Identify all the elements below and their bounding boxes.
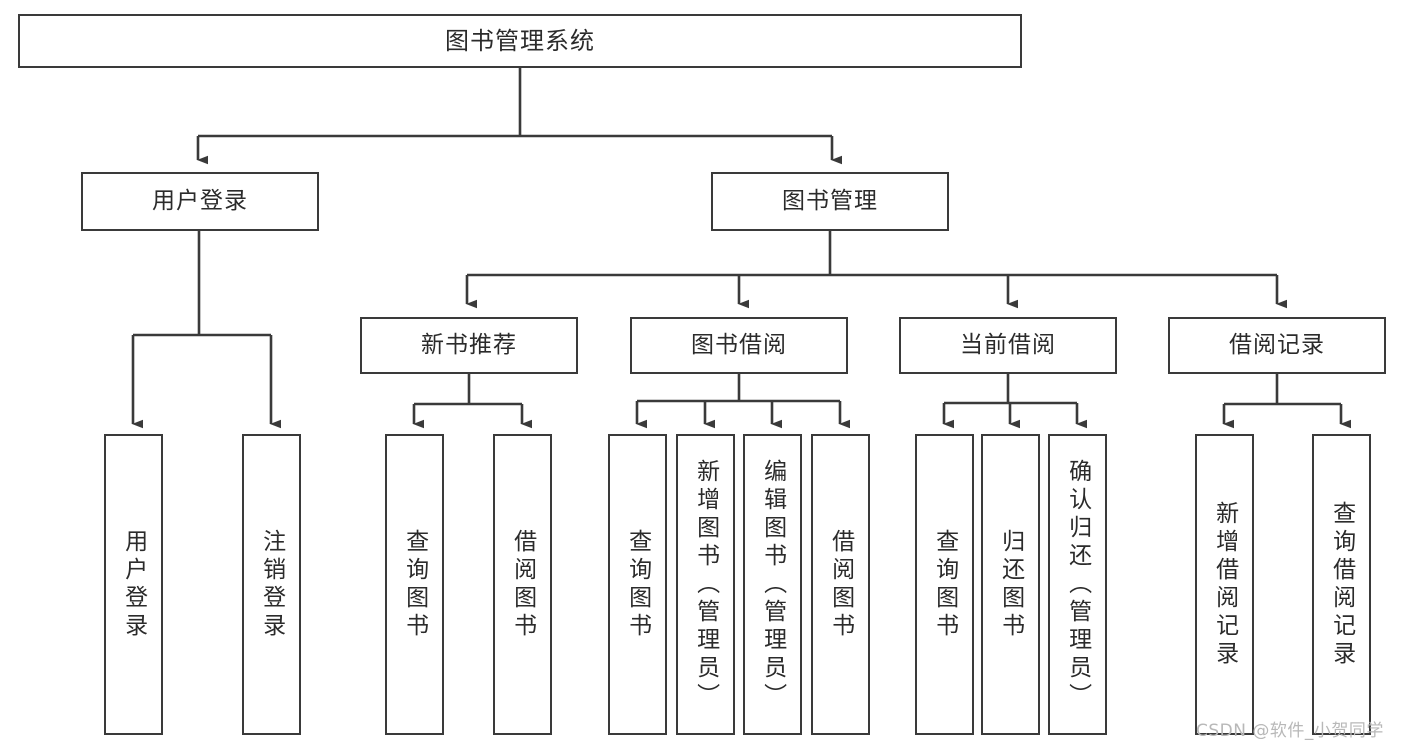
- node-user-login[interactable]: 用户登录: [81, 172, 319, 231]
- leaf-user-login[interactable]: 用户登录: [104, 434, 163, 735]
- leaf-confirm-return[interactable]: 确认归还（管理员）: [1048, 434, 1107, 735]
- node-label: 图书借阅: [691, 331, 787, 358]
- csdn-watermark: CSDN @软件_小贺同学: [1196, 721, 1384, 741]
- node-label: 当前借阅: [960, 331, 1056, 358]
- node-book-borrow[interactable]: 图书借阅: [630, 317, 848, 374]
- node-label: 新增图书（管理员）: [692, 458, 719, 711]
- leaf-add-book[interactable]: 新增图书（管理员）: [676, 434, 735, 735]
- node-label: 归还图书: [997, 528, 1024, 641]
- node-label: 注销登录: [258, 528, 285, 641]
- node-label: 查询图书: [624, 528, 651, 641]
- node-label: 图书管理系统: [445, 26, 595, 55]
- node-new-book-recommend[interactable]: 新书推荐: [360, 317, 578, 374]
- node-label: 新增借阅记录: [1211, 500, 1238, 669]
- leaf-logout-login[interactable]: 注销登录: [242, 434, 301, 735]
- leaf-add-record[interactable]: 新增借阅记录: [1195, 434, 1254, 735]
- node-current-borrow[interactable]: 当前借阅: [899, 317, 1117, 374]
- node-label: 查询图书: [931, 528, 958, 641]
- node-label: 借阅图书: [827, 528, 854, 641]
- leaf-query-book-3[interactable]: 查询图书: [915, 434, 974, 735]
- node-label: 新书推荐: [421, 331, 517, 358]
- node-book-manage[interactable]: 图书管理: [711, 172, 949, 231]
- node-label: 用户登录: [120, 528, 147, 641]
- leaf-query-book-2[interactable]: 查询图书: [608, 434, 667, 735]
- node-label: 查询借阅记录: [1328, 500, 1355, 669]
- leaf-query-record[interactable]: 查询借阅记录: [1312, 434, 1371, 735]
- node-label: 用户登录: [152, 187, 248, 214]
- leaf-borrow-book-2[interactable]: 借阅图书: [811, 434, 870, 735]
- node-label: 借阅记录: [1229, 331, 1325, 358]
- leaf-query-book-1[interactable]: 查询图书: [385, 434, 444, 735]
- node-label: 确认归还（管理员）: [1064, 458, 1091, 711]
- node-label: 借阅图书: [509, 528, 536, 641]
- node-borrow-record[interactable]: 借阅记录: [1168, 317, 1386, 374]
- node-root-system[interactable]: 图书管理系统: [18, 14, 1022, 68]
- leaf-edit-book[interactable]: 编辑图书（管理员）: [743, 434, 802, 735]
- node-label: 查询图书: [401, 528, 428, 641]
- leaf-borrow-book-1[interactable]: 借阅图书: [493, 434, 552, 735]
- node-label: 图书管理: [782, 187, 878, 214]
- leaf-return-book[interactable]: 归还图书: [981, 434, 1040, 735]
- node-label: 编辑图书（管理员）: [759, 458, 786, 711]
